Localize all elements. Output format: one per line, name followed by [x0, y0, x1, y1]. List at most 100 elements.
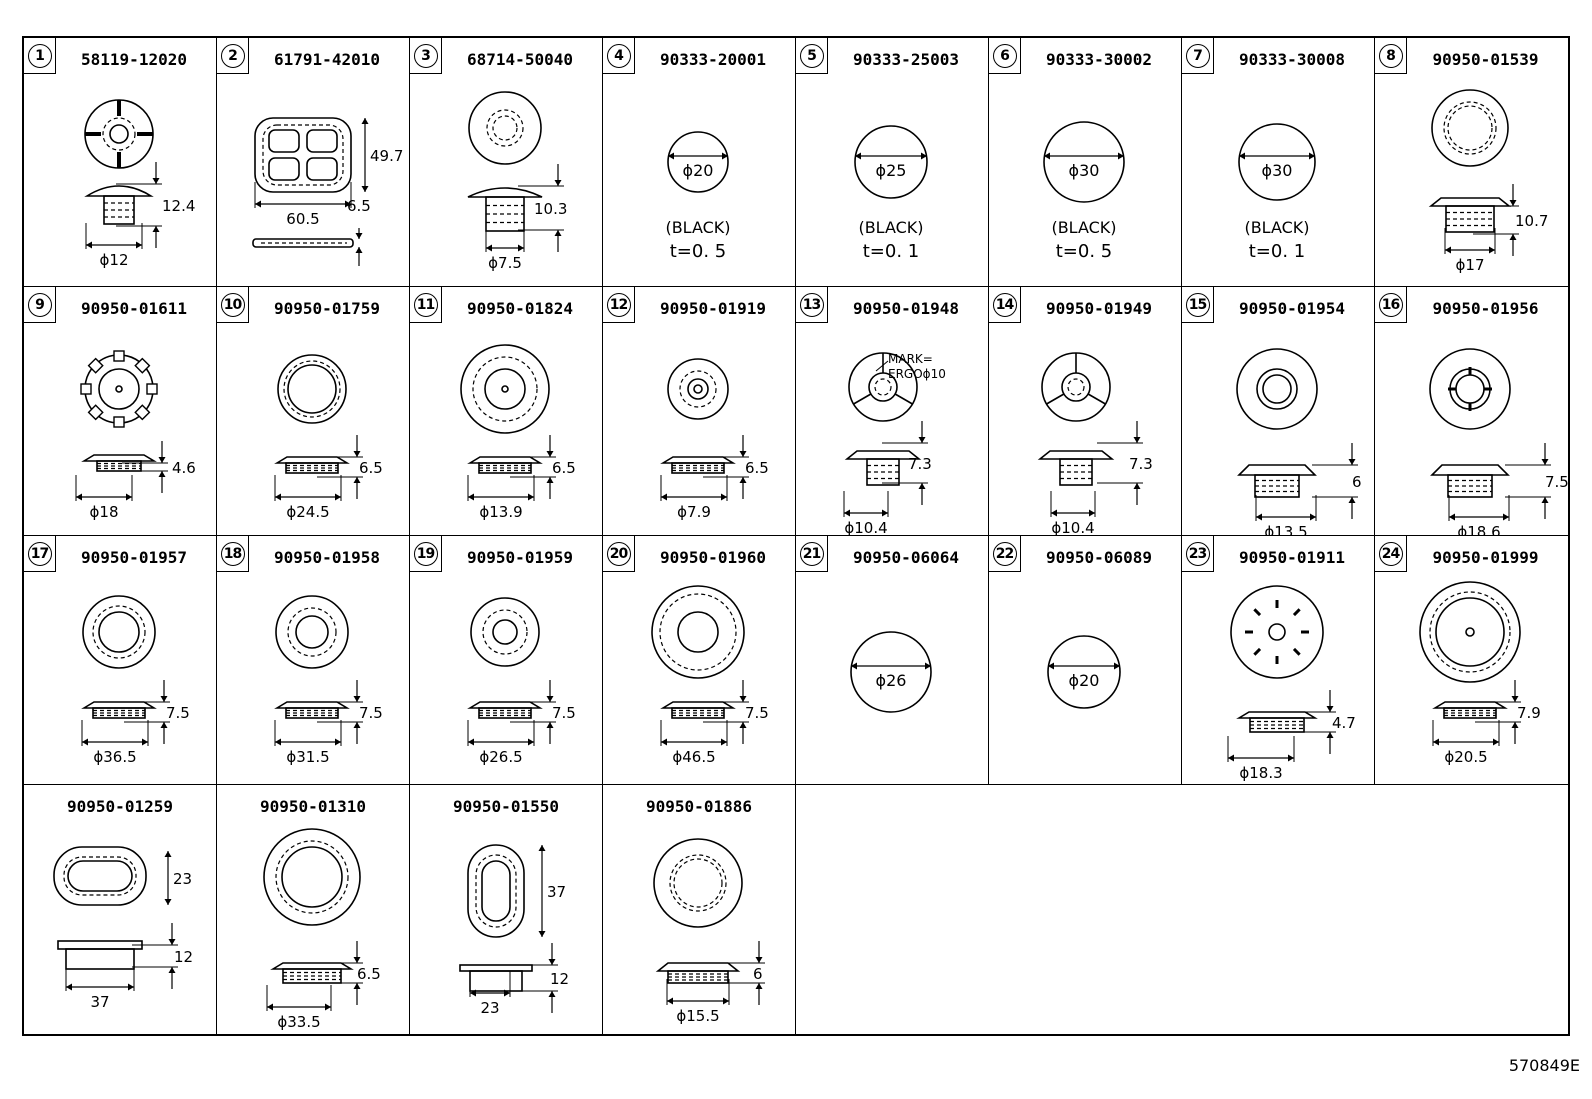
- item-badge: 19: [410, 536, 442, 572]
- part-number: 90950-01611: [81, 299, 187, 318]
- item-badge: 9: [24, 287, 56, 323]
- part-number: 58119-12020: [81, 50, 187, 69]
- part-number: 90333-30008: [1239, 50, 1345, 69]
- height-label: 7.5: [552, 704, 576, 722]
- outline-circle: [263, 828, 361, 926]
- width-label: ϕ31.5: [286, 748, 329, 766]
- arrowhead: [755, 957, 763, 963]
- outline-circle: [1262, 374, 1292, 404]
- part-drawing: ϕ26: [850, 631, 932, 713]
- width-label: ϕ15.5: [676, 1007, 719, 1025]
- arrowhead: [1133, 437, 1141, 443]
- item-number: 23: [1185, 541, 1210, 566]
- item-number: 3: [413, 43, 438, 68]
- part-number: 90950-01954: [1239, 299, 1345, 318]
- arrowhead: [528, 493, 534, 501]
- flange-profile: [660, 701, 736, 709]
- arrowhead: [468, 738, 474, 746]
- outline-circle: [283, 360, 341, 418]
- item-badge: 8: [1375, 38, 1407, 74]
- arrowhead: [1509, 234, 1517, 240]
- arrowhead: [538, 845, 546, 851]
- outline-circle: [1435, 597, 1505, 667]
- arrowhead: [168, 967, 176, 973]
- outline-circle: [1067, 378, 1085, 396]
- item-badge: 22: [989, 536, 1021, 572]
- tooth-mark: [1292, 608, 1301, 617]
- width-label: ϕ13.5: [1264, 523, 1307, 536]
- item-badge: 11: [410, 287, 442, 323]
- width-label: ϕ26.5: [479, 748, 522, 766]
- disc-outline: [1238, 123, 1316, 201]
- segment-line: [1046, 393, 1065, 405]
- thickness-note: t=0. 1: [863, 241, 920, 262]
- arrowhead: [158, 471, 166, 477]
- arrowhead: [1541, 459, 1549, 465]
- oval-hole: [67, 860, 133, 892]
- part-drawing: 6.5ϕ7.9: [660, 358, 769, 521]
- flange-profile: [1432, 701, 1508, 709]
- disc-outline: [850, 631, 932, 713]
- arrowhead: [844, 509, 850, 517]
- outline-circle: [277, 354, 347, 424]
- outline-circle: [287, 364, 337, 414]
- arrowhead: [1044, 152, 1050, 160]
- part-drawing: ϕ20: [1047, 635, 1121, 709]
- arrowhead: [86, 241, 92, 249]
- outline-circle: [1236, 348, 1318, 430]
- height-label: 7.5: [1545, 473, 1568, 491]
- outline-circle: [470, 597, 540, 667]
- outline-square: [254, 117, 352, 193]
- item-badge: 1: [24, 38, 56, 74]
- part-number: 90950-01999: [1432, 548, 1539, 567]
- tooth-mark: [1253, 608, 1262, 617]
- outline-circle: [92, 605, 146, 659]
- arrowhead: [160, 696, 168, 702]
- oval-outline: [467, 844, 525, 938]
- gear-tooth: [146, 383, 158, 395]
- outline-circle: [1443, 101, 1497, 155]
- item-number: 2: [220, 43, 245, 68]
- window-cell: [306, 157, 338, 181]
- outline-circle: [482, 609, 528, 655]
- color-note: (BLACK): [1051, 218, 1116, 237]
- body-profile: [469, 970, 523, 992]
- arrowhead: [1089, 509, 1095, 517]
- part-number: 90950-01958: [274, 548, 380, 567]
- arrowhead: [1288, 754, 1294, 762]
- part-number: 90950-01949: [1046, 299, 1152, 318]
- flange-profile: [81, 701, 157, 709]
- disc-outline: [854, 125, 928, 199]
- part-number: 90333-30002: [1046, 50, 1152, 69]
- arrowhead: [1118, 152, 1124, 160]
- arrowhead: [66, 983, 72, 991]
- arrowhead: [1489, 246, 1495, 254]
- outline-circle: [653, 838, 743, 928]
- item-number: 21: [799, 541, 824, 566]
- arrowhead: [1326, 732, 1334, 738]
- height-label: 12: [174, 948, 193, 966]
- item-badge: 5: [796, 38, 828, 74]
- arrowhead: [1449, 513, 1455, 521]
- arrowhead: [528, 738, 534, 746]
- segment-line: [894, 393, 913, 405]
- outline-circle: [102, 117, 136, 151]
- item-number: 16: [1378, 292, 1403, 317]
- diameter-label: ϕ26: [876, 671, 907, 690]
- width-label: ϕ17: [1456, 256, 1485, 274]
